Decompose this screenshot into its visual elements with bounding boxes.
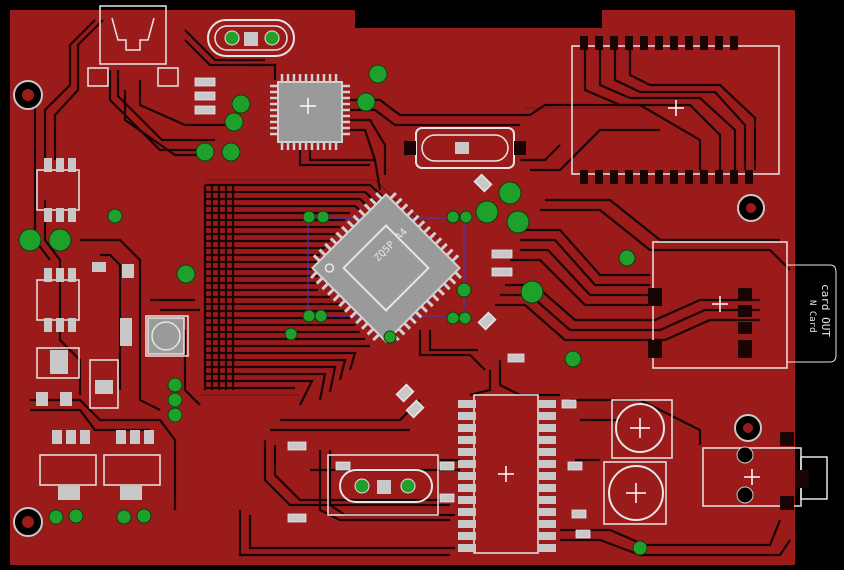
power-jack <box>702 432 828 510</box>
vias <box>18 64 648 556</box>
mid-crystal <box>404 127 526 169</box>
smd-pads <box>194 77 591 539</box>
top-right-connector <box>571 36 780 184</box>
diagonal-parts <box>395 173 497 419</box>
top-crystal <box>207 19 295 57</box>
board-notch <box>360 10 600 24</box>
bottom-soic-chip <box>458 394 556 554</box>
sd-card-slot <box>648 241 837 369</box>
mounting-holes <box>13 80 765 537</box>
card-out-label: card OUT <box>819 284 832 337</box>
electrolytic-capacitors <box>603 399 673 525</box>
top-qfp-chip <box>270 74 350 150</box>
card-side-label: N Card <box>807 300 817 333</box>
mcu-qfp <box>309 191 463 343</box>
isolation-lines <box>200 107 640 396</box>
left-pads <box>36 158 154 500</box>
usb-connector <box>87 5 179 87</box>
bottom-crystal <box>327 454 439 516</box>
